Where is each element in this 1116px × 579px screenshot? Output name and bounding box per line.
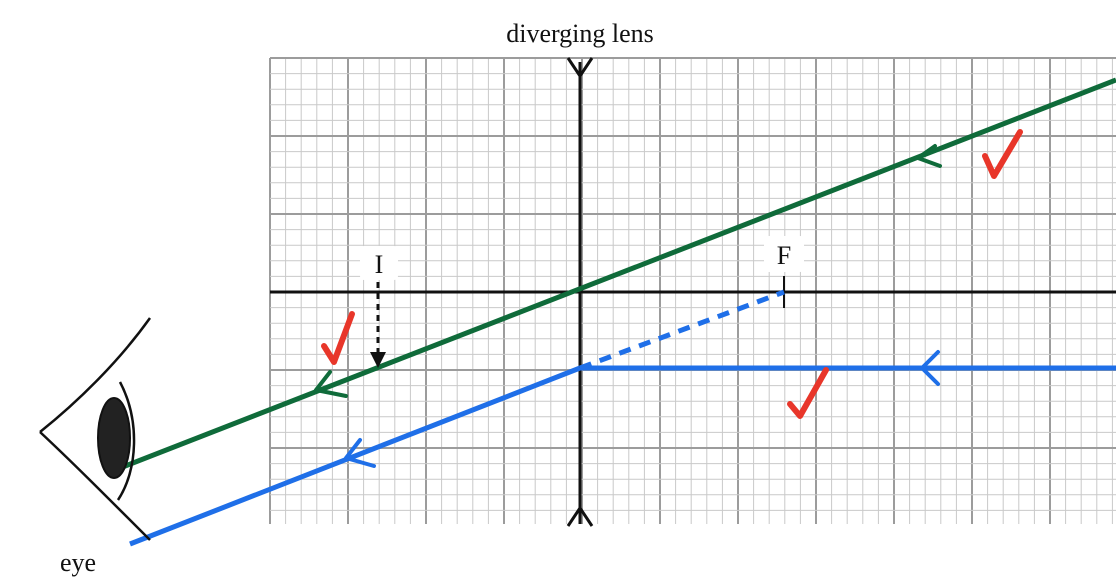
refracted-ray (129, 365, 581, 547)
check-icon (982, 129, 1023, 179)
undeviated-ray (119, 77, 1116, 471)
lens-title: diverging lens (506, 19, 654, 48)
image-label: I (375, 250, 384, 279)
image-label-bg (360, 246, 398, 280)
arrowhead-icon (314, 370, 348, 398)
lens-top-arrow (566, 57, 594, 79)
arrowhead-icon (916, 144, 942, 168)
check-icon (321, 311, 355, 365)
eye-label: eye (60, 548, 96, 577)
image-arrowhead (370, 352, 386, 368)
check-icon (787, 367, 829, 419)
eye-icon (39, 317, 152, 541)
focus-label: F (777, 241, 791, 270)
construction-line (579, 289, 785, 371)
arrowhead-icon (344, 438, 376, 468)
lens-bottom-arrow (566, 505, 594, 527)
focus-label-bg (764, 236, 804, 272)
arrowhead-icon (920, 350, 940, 386)
